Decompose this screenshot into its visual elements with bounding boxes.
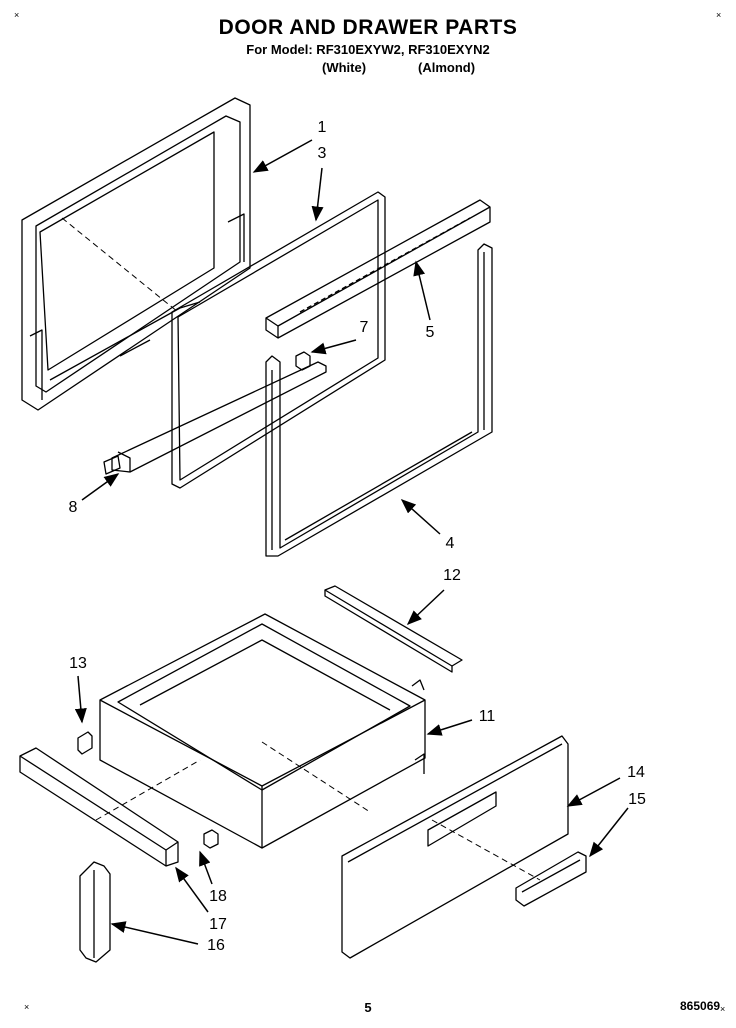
clip-part-18 [203, 829, 219, 849]
part-number-5: 5 [425, 324, 435, 341]
part-number-8: 8 [68, 499, 78, 516]
corner-mark-top-right: × [716, 10, 722, 20]
door-top-trim-part [265, 199, 491, 339]
drawer-handle-insert-part [515, 851, 587, 907]
drawer-front-panel-part [341, 735, 569, 959]
part-number-1: 1 [317, 119, 327, 136]
page-title: DOOR AND DRAWER PARTS [218, 16, 518, 39]
part-number-14: 14 [627, 764, 645, 781]
door-inner-frame-part [265, 243, 493, 557]
clip-part-7 [295, 351, 311, 371]
part-number-7: 7 [359, 319, 369, 336]
part-number-17: 17 [209, 916, 227, 933]
corner-mark-bottom-left: × [24, 1002, 30, 1012]
corner-mark-bottom-right: × [720, 1004, 726, 1014]
part-number-18: 18 [209, 888, 227, 905]
part-number-13: 13 [69, 655, 87, 672]
bracket-part-13 [77, 731, 93, 755]
color-white-label: (White) [322, 60, 367, 75]
door-outer-frame-part [21, 97, 251, 411]
corner-mark-top-left: × [14, 10, 20, 20]
part-number-11: 11 [478, 708, 496, 725]
door-glass-part [171, 191, 386, 489]
part-number-12: 12 [443, 567, 461, 584]
part-number-16: 16 [207, 937, 225, 954]
color-almond-label: (Almond) [418, 60, 476, 75]
door-handle-bar-part [103, 361, 327, 475]
side-trim-part-16 [79, 861, 111, 963]
drawer-body-part [99, 613, 426, 849]
part-number-15: 15 [628, 791, 646, 808]
model-numbers: For Model: RF310EXYW2, RF310EXYN2 [246, 42, 490, 57]
part-number-4: 4 [445, 535, 455, 552]
page-number: 5 [364, 1000, 372, 1015]
part-number-3: 3 [317, 145, 327, 162]
drawer-rear-rail-part [324, 585, 463, 673]
document-number: 865069 [680, 999, 721, 1013]
drawer-side-rail-part [19, 747, 179, 867]
